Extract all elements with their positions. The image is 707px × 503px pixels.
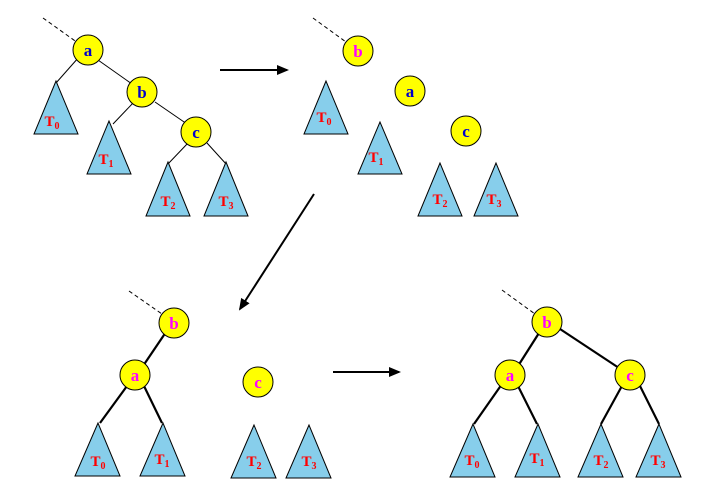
subtree-t2: T2 [230, 423, 277, 479]
edge-b-a [142, 331, 167, 367]
svg-text:T2: T2 [246, 454, 261, 472]
node-label: b [542, 313, 551, 332]
node-b: b [158, 307, 190, 339]
edge-b-c [559, 328, 620, 369]
svg-text:T0: T0 [90, 454, 105, 472]
edge-a-t0 [99, 385, 128, 424]
node-b: b [126, 76, 158, 108]
subtree-t2: T2 [577, 422, 624, 478]
parent-link-dashed [312, 17, 347, 43]
subtree-t1: T1 [139, 421, 186, 477]
subtree-t3: T3 [473, 161, 519, 217]
svg-text:T2: T2 [593, 453, 608, 471]
node-a: a [494, 359, 526, 391]
node-label: b [169, 314, 178, 333]
parent-link-dashed [501, 289, 536, 315]
node-label: c [626, 366, 634, 385]
edge-a-b [97, 59, 133, 85]
node-label: b [137, 83, 146, 102]
subtree-t2: T2 [417, 161, 463, 217]
subtree-t0: T0 [449, 422, 496, 478]
edge-c-t2 [166, 142, 189, 166]
node-label: c [462, 122, 470, 141]
subtree-t2: T2 [145, 160, 191, 217]
subtree-t0: T0 [33, 79, 79, 135]
svg-text:T0: T0 [44, 114, 59, 132]
node-label: a [506, 366, 515, 385]
edge-b-a [517, 332, 540, 367]
svg-text:T1: T1 [98, 152, 113, 170]
svg-text:T2: T2 [432, 192, 447, 210]
panel-balanced-tree: b a c T0 T1 T2 T3 [449, 289, 682, 478]
edge-c-t2 [600, 383, 624, 425]
parent-link-dashed [128, 290, 163, 315]
node-c: c [450, 115, 482, 147]
edge-a-t0 [55, 56, 80, 84]
node-label: b [353, 42, 362, 61]
edge-a-t1 [517, 385, 538, 425]
svg-text:T0: T0 [464, 453, 479, 471]
edge-c-t3 [206, 142, 228, 166]
node-label: a [131, 366, 140, 385]
parent-link-dashed [42, 17, 79, 44]
subtree-t1: T1 [514, 422, 561, 478]
node-a: a [72, 34, 104, 66]
node-c: c [180, 116, 212, 148]
svg-text:T3: T3 [650, 453, 665, 471]
node-a: a [394, 75, 426, 107]
panel-a-attached-under-b: b a c T0 T1 T2 T3 [74, 290, 332, 479]
svg-text:T1: T1 [368, 150, 383, 168]
svg-text:T1: T1 [154, 452, 169, 470]
node-label: c [192, 123, 200, 142]
subtree-t1: T1 [357, 120, 403, 175]
subtree-t3: T3 [203, 160, 249, 217]
subtree-t3: T3 [635, 422, 682, 478]
node-label: a [406, 82, 415, 101]
node-label: c [254, 373, 262, 392]
edge-c-t3 [638, 383, 660, 425]
svg-text:T2: T2 [160, 194, 175, 212]
svg-text:T3: T3 [301, 454, 316, 472]
arrow-icon [238, 193, 315, 311]
svg-text:T1: T1 [529, 451, 544, 469]
svg-text:T3: T3 [486, 192, 501, 210]
node-c: c [614, 359, 646, 391]
subtree-t1: T1 [86, 119, 132, 175]
node-b: b [531, 306, 563, 338]
subtree-t3: T3 [285, 423, 332, 479]
node-c: c [242, 366, 274, 398]
subtree-t0: T0 [303, 79, 349, 135]
panel-original-chain: a b c T0 T1 T2 T3 [33, 17, 249, 217]
node-a: a [119, 359, 151, 391]
node-b: b [342, 35, 374, 67]
edge-b-c [154, 101, 188, 125]
svg-text:T3: T3 [218, 194, 233, 212]
edge-b-t1 [112, 101, 135, 125]
subtree-t0: T0 [74, 421, 121, 477]
panel-b-lifted: b a c T0 T1 T2 T3 [303, 17, 519, 217]
edge-a-t0 [473, 383, 503, 425]
node-label: a [84, 41, 93, 60]
edge-a-t1 [143, 385, 163, 424]
svg-text:T0: T0 [316, 110, 331, 128]
